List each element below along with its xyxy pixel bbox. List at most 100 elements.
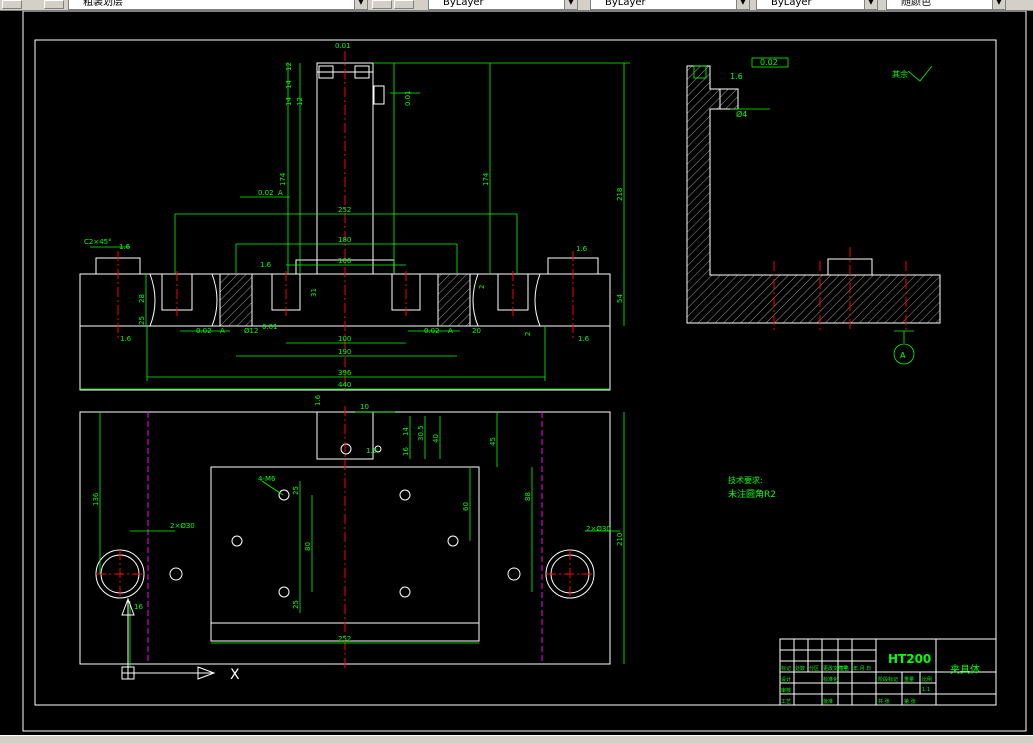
tb-weight: 重量 — [904, 676, 914, 683]
dim-top-25b: 25 — [292, 600, 300, 609]
drawing-canvas[interactable]: 12 14 14 12 174 174 218 54 28 25 31 252 … — [0, 10, 1033, 735]
dim-14: 14 — [285, 80, 293, 89]
chevron-down-icon: ▼ — [992, 0, 1005, 9]
tb-standardize: 标准化 — [823, 676, 838, 683]
tb-date: 年.月.日 — [853, 665, 871, 672]
dim-218: 218 — [616, 188, 624, 201]
dim-12: 12 — [285, 62, 293, 71]
technical-requirements: 技术要求: 未注圆角R2 — [728, 475, 776, 500]
tb-zone: 分区 — [809, 665, 819, 672]
plotstyle-value: 随颜色 — [901, 0, 931, 8]
front-dim-text: 12 14 14 12 174 174 218 54 28 25 31 252 … — [84, 42, 624, 389]
side-text: 1.6 0.02 Ø4 其余 A — [730, 58, 908, 360]
lineweight-dropdown[interactable]: ByLayer ▼ — [756, 0, 878, 10]
tech-req-title: 技术要求: — [728, 475, 763, 485]
dim-252: 252 — [338, 206, 351, 214]
tb-sheets: 共 张 — [878, 698, 890, 705]
dim-100b: 100 — [338, 335, 351, 343]
side-tolerance-b: Ø4 — [736, 109, 747, 119]
plotstyle-dropdown[interactable]: 随颜色 ▼ — [886, 0, 1006, 10]
lineweight-value: ByLayer — [771, 0, 812, 8]
title-block-text: HT200 夹具体 标记 处数 分区 更改文件号 签名 年.月.日 设计 标准化… — [781, 652, 980, 705]
dim-396: 396 — [338, 369, 352, 377]
linetype-value: ByLayer — [605, 0, 646, 8]
dim-top-4m6: 4-M6 — [258, 475, 276, 483]
tb-mark: 标记 — [781, 665, 791, 672]
sheet-border — [22, 10, 1027, 732]
datum-ref-2: A — [220, 327, 225, 335]
chevron-down-icon: ▼ — [864, 0, 877, 9]
top-dim-text: 10 14 16 30.5 40 45 136 210 88 60 80 25 … — [92, 394, 624, 643]
dim-100: 100 — [338, 257, 351, 265]
dim-top-210: 210 — [616, 533, 624, 546]
tolerance-b: 0.01 — [262, 323, 278, 331]
datum-ref-3: A — [448, 327, 453, 335]
layer-states-button[interactable] — [394, 0, 414, 9]
tb-scale: 比例 — [922, 676, 932, 683]
front-centerlines — [117, 51, 574, 391]
dim-12b: 12 — [296, 97, 304, 106]
perpendicularity-1: 0.02 — [258, 189, 274, 197]
dim-top-16b: 16 — [134, 603, 143, 611]
tb-scale-value: 1:1 — [922, 687, 930, 693]
roughness-3: 1.6 — [260, 261, 272, 269]
dim-180: 180 — [338, 236, 351, 244]
dim-top-60: 60 — [462, 502, 470, 511]
dim-14b: 14 — [285, 97, 293, 106]
linetype-dropdown[interactable]: ByLayer ▼ — [590, 0, 750, 10]
ucs-icon — [121, 597, 216, 680]
roughness-2: 1.6 — [576, 245, 588, 253]
dim-top-136: 136 — [92, 492, 100, 506]
tb-sheet-no: 第 张 — [904, 698, 916, 705]
layer-name: 粗装划层 — [83, 0, 123, 8]
top-hidden-lines — [147, 412, 543, 664]
tb-approve: 批准 — [823, 698, 833, 705]
side-tolerance: 0.02 — [760, 58, 778, 67]
dim-top-14: 14 — [402, 427, 410, 436]
part-name: 夹具体 — [950, 663, 980, 676]
dim-top-252: 252 — [338, 635, 351, 643]
dim-2b: 2 — [524, 332, 532, 336]
roughness-top-2: 1.6 — [366, 447, 378, 455]
top-centerlines — [96, 406, 594, 671]
dim-top-80: 80 — [304, 542, 312, 551]
top-dimensions — [99, 411, 625, 666]
roughness-5: 1.6 — [578, 335, 590, 343]
layer-prev-button[interactable] — [44, 0, 64, 9]
tb-review: 审核 — [781, 687, 791, 694]
chevron-down-icon: ▼ — [564, 0, 577, 9]
dim-174: 174 — [279, 172, 287, 186]
tolerance-a: 0.01 — [335, 42, 351, 50]
tolerance-c: 0.01 — [404, 90, 412, 106]
tb-change-doc: 更改文件号 — [823, 665, 848, 672]
ucs-x-label: X — [230, 667, 240, 683]
roughness-1: 1.6 — [119, 243, 131, 251]
drawing-frame — [34, 39, 997, 706]
dim-54: 54 — [616, 294, 624, 303]
side-annotations — [693, 57, 933, 365]
chamfer-note: C2×45° — [84, 238, 112, 246]
tech-req-text: 未注圆角R2 — [728, 488, 776, 500]
chevron-down-icon: ▼ — [354, 0, 367, 9]
roughness-top-1: 1.6 — [314, 394, 322, 406]
layer-dropdown[interactable]: 粗装划层 ▼ — [68, 0, 368, 10]
make-current-button[interactable] — [372, 0, 392, 9]
side-centerlines — [773, 247, 907, 331]
dim-174b: 174 — [482, 172, 490, 186]
tb-sign: 签名 — [839, 665, 849, 672]
dim-top-2x30: 2×Ø30 — [170, 522, 195, 530]
color-dropdown[interactable]: ByLayer ▼ — [428, 0, 578, 10]
material-label: HT200 — [888, 652, 931, 666]
dim-top-30-5: 30.5 — [417, 425, 425, 441]
dim-190: 190 — [338, 348, 351, 356]
rest-roughness-label: 其余 — [892, 69, 908, 79]
dim-top-10: 10 — [360, 403, 369, 411]
side-view — [686, 65, 941, 324]
layer-manager-button[interactable] — [2, 0, 22, 9]
dim-440: 440 — [338, 381, 351, 389]
dim-top-88: 88 — [524, 492, 532, 501]
dim-25: 25 — [138, 316, 146, 325]
tb-process: 工艺 — [781, 699, 791, 705]
horizontal-scrollbar[interactable] — [0, 735, 1033, 743]
dim-top-16: 16 — [402, 447, 410, 456]
